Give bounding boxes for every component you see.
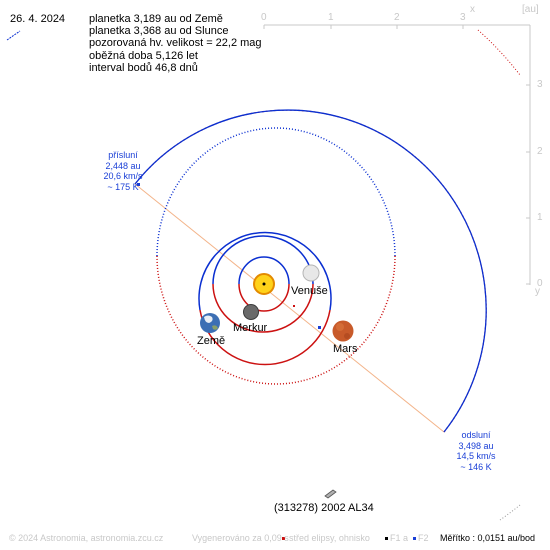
mercury-label: Merkur [233,322,268,334]
y-tick-label-2: 2 [537,146,543,157]
x-tick-label-0: 0 [261,12,267,23]
perihelion-distance: 2,448 au [105,160,141,171]
mars-label: Mars [333,343,358,355]
x-tick-label-1: 1 [328,12,334,23]
perihelion-speed: 20,6 km/s [103,171,143,181]
earth-orbit-near [198,231,332,311]
point-interval: interval bodů 46,8 dnů [89,61,198,74]
venus-label: Venuše [291,285,328,297]
magnitude: pozorovaná hv. velikost = 22,2 mag [89,37,262,50]
y-tick-label-3: 3 [537,79,543,90]
copyright: © 2024 Astronomia, astronomia.zcu.cz [9,533,164,543]
scale-label: Měřítko : 0,0151 au/bod [440,533,536,543]
info-panel: planetka 3,189 au od Země planetka 3,368… [89,13,262,74]
earth-label: Země [197,335,226,347]
asteroid-name: (313278) 2002 AL34 [274,502,374,514]
focus-f2-marker [318,326,321,329]
perihelion-temp: ~ 175 K [107,181,139,192]
legend-f2-marker [413,537,416,540]
mercury [243,304,259,320]
venus-orbit-near [212,235,314,285]
asteroid-marker [324,489,337,499]
aphelion-temp: ~ 146 K [460,461,492,472]
asteroid-orbit-near [134,109,487,433]
x-tick-label-3: 3 [460,12,466,23]
date-label: 26. 4. 2024 [10,13,66,25]
mars-orbit-near [156,127,396,257]
legend-center-marker [282,537,285,540]
sun [253,273,275,295]
mercury-orbit-near [238,256,290,285]
aphelion-title: odsluní [461,430,491,440]
legend-f1-marker [385,537,388,540]
perihelion-marker [137,183,140,186]
aphelion-distance: 3,498 au [458,440,494,451]
unit-label: [au] [522,4,539,15]
y-tick-label-1: 1 [537,212,543,223]
x-tick-label-2: 2 [394,12,400,23]
mars-orbit-far [156,255,396,385]
venus [302,264,320,282]
perihelion-title: přísluní [108,150,138,160]
earth-orbit-far [199,309,331,366]
legend-f2-text: F2 [418,533,429,543]
mercury-orbit-far [238,283,290,312]
y-tick-label-0: 0 [537,278,543,289]
venus-orbit-far [212,283,314,333]
outer-orbit-top [477,29,521,76]
generated-time: Vygenerováno za 0,09 s [192,533,289,543]
earth [200,313,220,333]
distance-earth: planetka 3,189 au od Země [89,13,223,25]
legend-f1-text: F1 a [390,533,409,543]
outer-orbit-bottom [499,504,521,521]
perihelion-info: přísluní 2,448 au 20,6 km/s ~ 175 K [96,150,150,192]
y-axis-label: y [535,286,540,297]
distance-sun: planetka 3,368 au od Slunce [89,25,229,38]
aphelion-info: odsluní 3,498 au 14,5 km/s ~ 146 K [449,430,503,472]
legend-center-text: střed elipsy, ohnisko [289,533,370,543]
apsides-line [134,183,445,433]
axes [263,24,531,285]
ellipse-center-marker [293,305,295,307]
x-axis-label: x [470,4,475,15]
mars [332,320,354,342]
corner-orbit-fragment [6,30,21,41]
aphelion-speed: 14,5 km/s [456,451,496,461]
orbital-period: oběžná doba 5,126 let [89,49,198,62]
